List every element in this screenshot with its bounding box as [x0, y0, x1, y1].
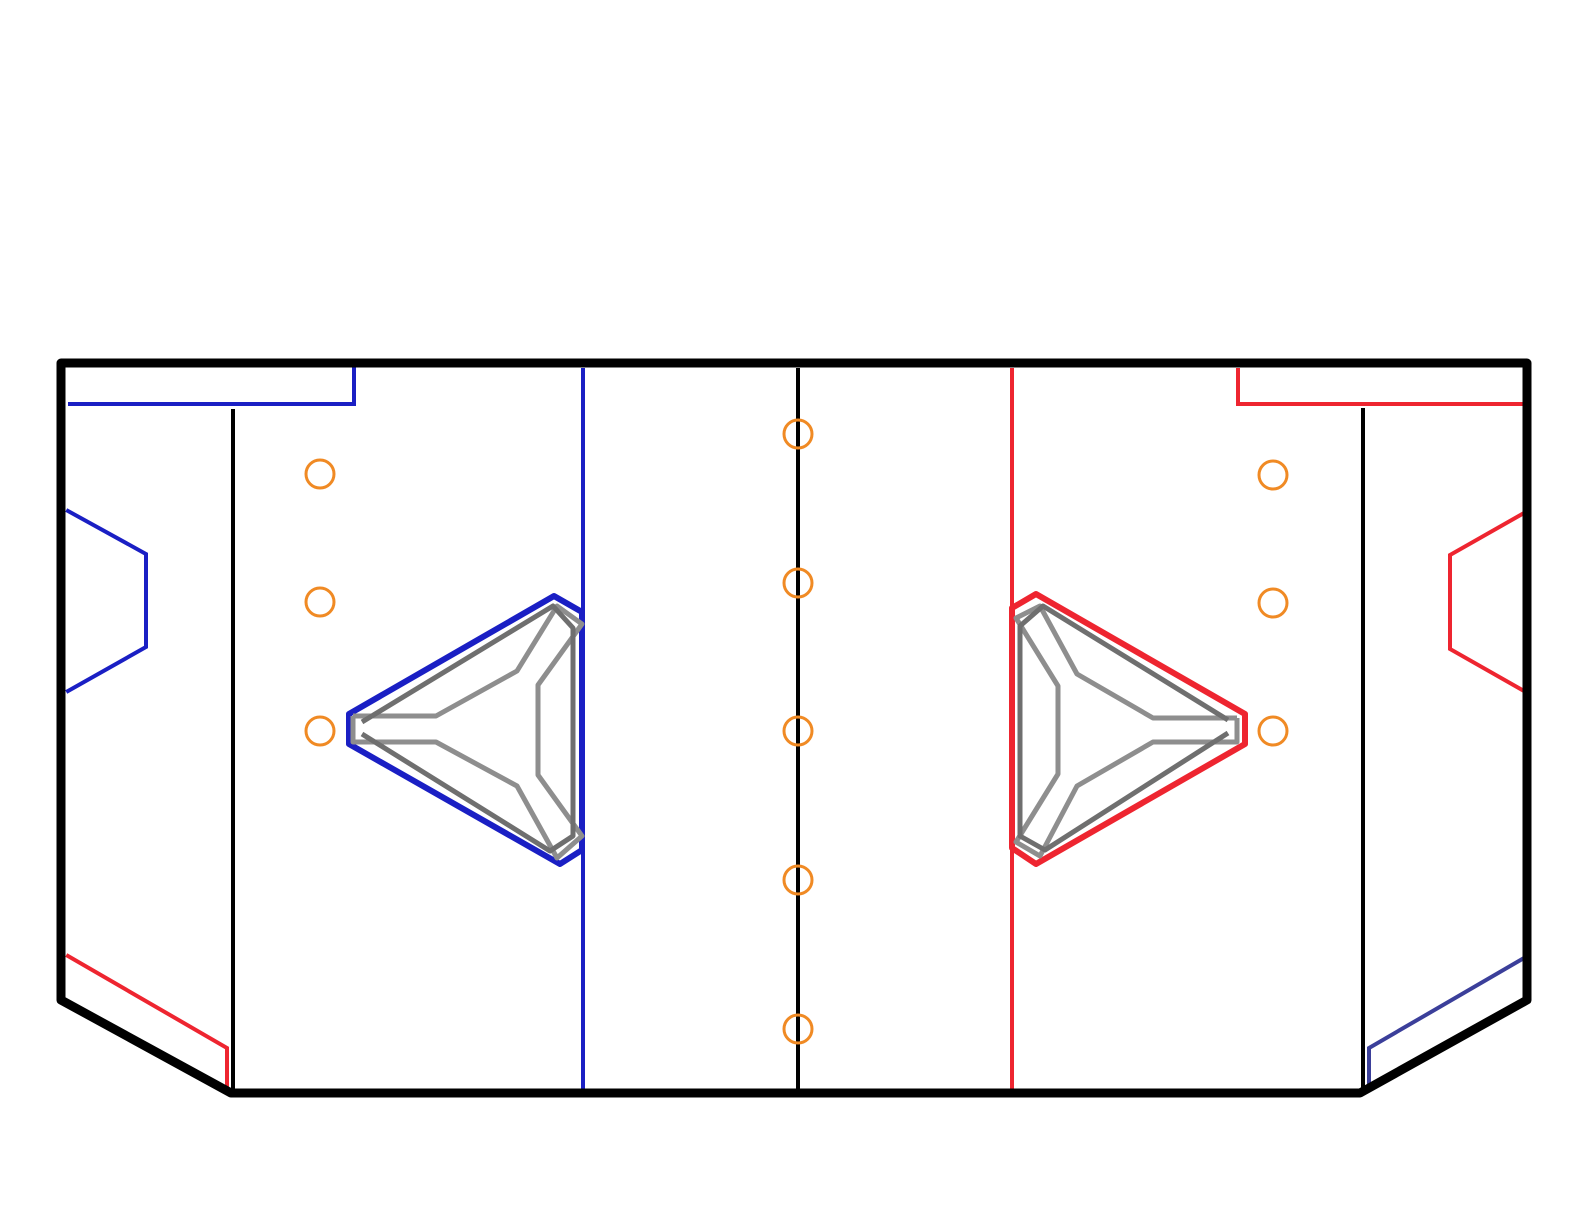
- red-right-bracket-line: [1448, 510, 1527, 694]
- field-border: [56, 358, 1532, 1098]
- marker-circle-8: [782, 1013, 814, 1045]
- markers: [304, 418, 1289, 1045]
- marker-circle-7: [782, 864, 814, 896]
- marker-circle-4: [782, 418, 814, 450]
- marker-circle-6: [782, 715, 814, 747]
- marker-circle-3: [304, 715, 336, 747]
- navy-bottom-right-corner-line: [1367, 956, 1526, 1087]
- left-structure-edge: [360, 603, 576, 854]
- marker-circle-9: [1257, 459, 1289, 491]
- left-structure-outline: [346, 593, 585, 867]
- left-structure: [346, 593, 585, 867]
- blue-left-bracket-line: [65, 508, 148, 694]
- right-structure-edge: [1017, 603, 1230, 853]
- blue-top-left-zone-line: [68, 366, 356, 406]
- marker-circle-5: [782, 567, 814, 599]
- red-bottom-left-corner-line: [65, 953, 229, 1089]
- right-structure-arms: [1013, 603, 1240, 859]
- right-structure: [1009, 591, 1248, 867]
- right-structure-outline: [1009, 591, 1248, 867]
- marker-circle-10: [1257, 587, 1289, 619]
- marker-circle-2: [304, 586, 336, 618]
- marker-circle-11: [1257, 715, 1289, 747]
- left-structure-arms: [350, 603, 585, 861]
- marker-circle-1: [304, 458, 336, 490]
- red-top-right-zone-line: [1236, 368, 1526, 406]
